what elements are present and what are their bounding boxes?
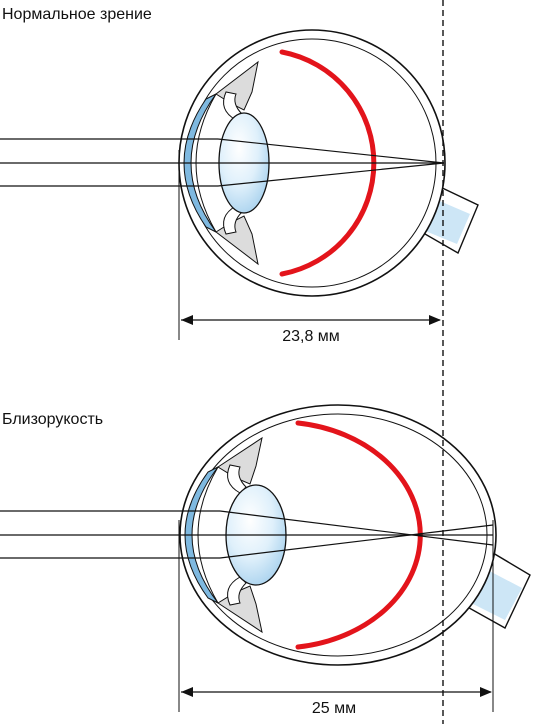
normal-eye: 23,8 мм (0, 29, 479, 345)
myopia-light-rays (0, 510, 494, 559)
normal-length-label: 23,8 мм (282, 328, 340, 345)
myopia-cornea (184, 466, 219, 604)
myopia-eye: 25 мм (0, 404, 531, 717)
myopia-title: Близорукость (2, 411, 103, 428)
normal-cornea (183, 93, 217, 233)
normal-light-rays (0, 138, 445, 187)
myopia-length-label: 25 мм (312, 700, 356, 717)
normal-vision-title: Нормальное зрение (2, 6, 152, 23)
myopia-measurement: 25 мм (178, 520, 494, 717)
normal-measurement: 23,8 мм (178, 150, 441, 345)
